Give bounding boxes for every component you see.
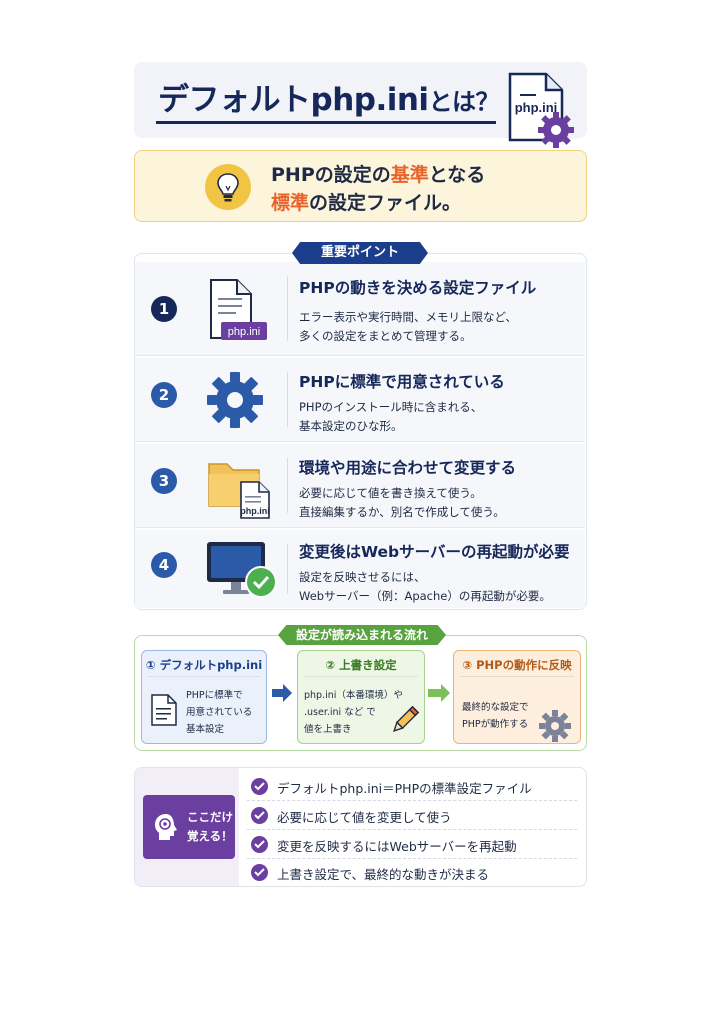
config-flow-card: ① デフォルトphp.ini PHPに標準で用意されている基本設定 ② 上書き設… <box>134 635 587 751</box>
point-item-4: 4 変更後はWebサーバーの再起動が必要 設定を反映させるには、Webサーバー（… <box>135 530 585 608</box>
lightbulb-icon <box>205 164 251 210</box>
pencil-icon <box>392 705 420 733</box>
arrow-right-icon <box>428 684 450 702</box>
summary-item-2: 必要に応じて値を変更して使う <box>247 801 577 830</box>
flow-step-default: ① デフォルトphp.ini PHPに標準で用意されている基本設定 <box>141 650 267 744</box>
gear-icon <box>207 372 263 428</box>
point-title-2: PHPに標準で用意されている <box>299 373 505 391</box>
monitor-check-icon <box>207 542 277 598</box>
key-points-card: 1 php.ini PHPの動きを決める設定ファイル エラー表示や実行時間、メモ… <box>134 253 587 610</box>
point-number-1: 1 <box>151 296 177 322</box>
point-desc-3: 必要に応じて値を書き換えて使う。直接編集するか、別名で作成して使う。 <box>299 486 505 519</box>
page-title: デフォルトphp.iniとは？ <box>158 82 500 118</box>
lead-text: PHPの設定の基準となる 標準の設定ファイル。 <box>271 164 486 214</box>
arrow-right-icon <box>272 684 292 702</box>
point-number-4: 4 <box>151 552 177 578</box>
brain-head-icon <box>155 814 177 840</box>
check-icon <box>251 836 268 853</box>
summary-card: ここだけ覚える！ デフォルトphp.ini＝PHPの標準設定ファイル 必要に応じ… <box>134 767 587 887</box>
flow-step-desc: PHPに標準で用意されている基本設定 <box>186 690 253 735</box>
point-item-2: 2 PHPに標準で用意されている PHPのインストール時に含まれる、基本設定のひ… <box>135 358 585 442</box>
svg-text:php.ini: php.ini <box>515 100 558 115</box>
svg-text:php.ini: php.ini <box>228 326 260 338</box>
flow-step-title: ③ PHPの動作に反映 <box>462 658 572 672</box>
check-icon <box>251 807 268 824</box>
point-desc-4: 設定を反映させるには、Webサーバー（例：Apache）の再起動が必要。 <box>299 570 551 603</box>
title-underline <box>156 121 496 124</box>
check-icon <box>251 864 268 881</box>
summary-item-1: デフォルトphp.ini＝PHPの標準設定ファイル <box>247 772 577 801</box>
point-desc-2: PHPのインストール時に含まれる、基本設定のひな形。 <box>299 400 483 433</box>
flow-step-title: ① デフォルトphp.ini <box>145 658 263 672</box>
folder-file-icon: php.ini <box>208 463 270 519</box>
document-icon <box>151 694 177 726</box>
title-card: デフォルトphp.iniとは？ php.ini <box>134 62 587 148</box>
point-desc-1: エラー表示や実行時間、メモリ上限など、多くの設定をまとめて管理する。 <box>299 310 517 343</box>
check-icon <box>251 778 268 795</box>
point-item-1: 1 php.ini PHPの動きを決める設定ファイル エラー表示や実行時間、メモ… <box>135 262 585 356</box>
lead-card: PHPの設定の基準となる 標準の設定ファイル。 <box>134 150 587 222</box>
summary-item-3: 変更を反映するにはWebサーバーを再起動 <box>247 830 577 859</box>
point-item-3: 3 php.ini 環境や用途に合わせて変更する 必要に応じて値を書き換えて使う… <box>135 444 585 528</box>
config-flow-ribbon: 設定が読み込まれる流れ <box>278 625 446 645</box>
gear-icon <box>539 710 571 742</box>
svg-text:php.ini: php.ini <box>240 506 270 516</box>
key-points-ribbon: 重要ポイント <box>292 242 428 264</box>
flow-step-desc: php.ini（本番環境）や.user.ini など で値を上書き <box>304 690 403 735</box>
memorize-badge: ここだけ覚える！ <box>143 795 235 859</box>
point-title-4: 変更後はWebサーバーの再起動が必要 <box>299 543 570 561</box>
php-ini-file-icon: php.ini <box>508 72 574 148</box>
point-title-3: 環境や用途に合わせて変更する <box>299 459 517 477</box>
flow-step-override: ② 上書き設定 php.ini（本番環境）や.user.ini など で値を上書… <box>297 650 425 744</box>
point-number-2: 2 <box>151 382 177 408</box>
summary-item-4: 上書き設定で、最終的な動きが決まる <box>247 858 577 886</box>
point-title-1: PHPの動きを決める設定ファイル <box>299 279 537 297</box>
point-number-3: 3 <box>151 468 177 494</box>
php-ini-document-icon: php.ini <box>210 279 267 340</box>
flow-step-title: ② 上書き設定 <box>325 658 397 672</box>
